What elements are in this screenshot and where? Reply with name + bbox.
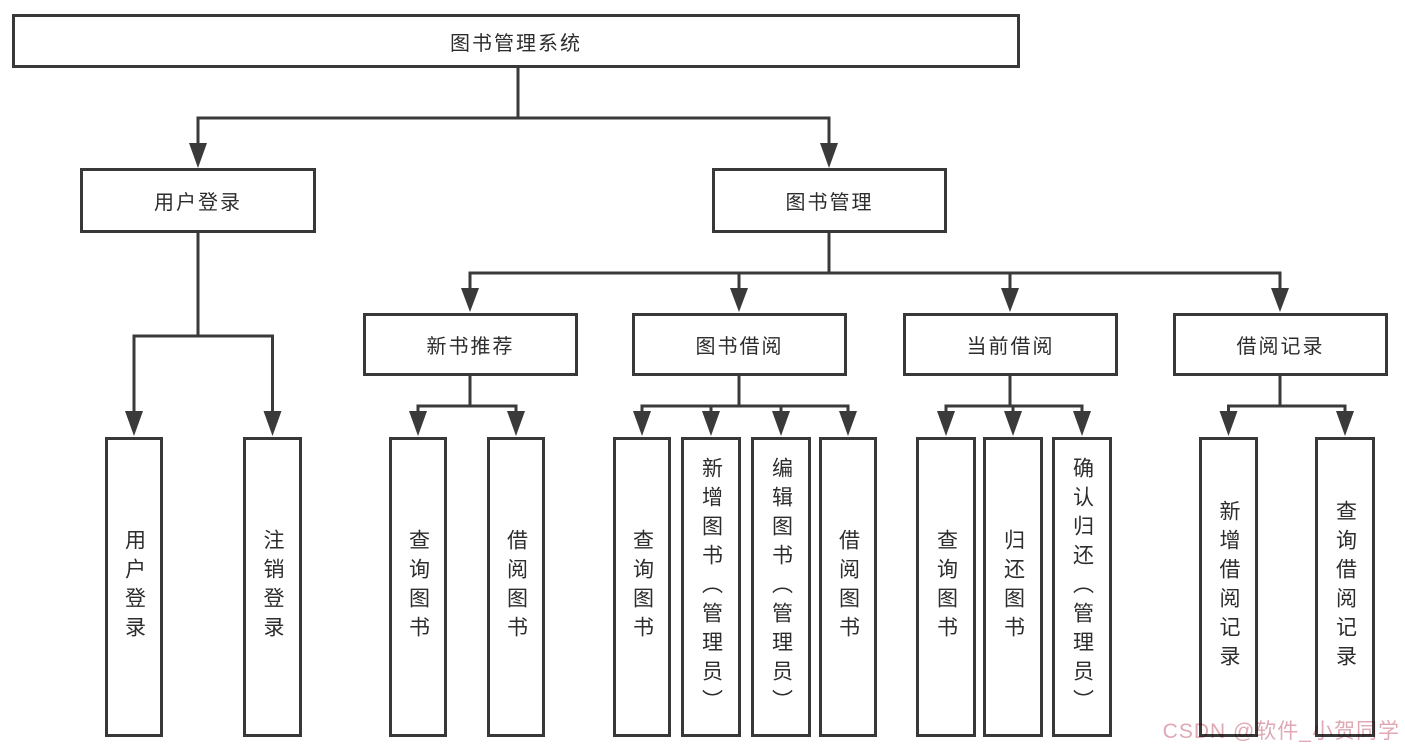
node-borrow-records: 借阅记录 bbox=[1173, 313, 1388, 376]
node-current-borrow-label: 当前借阅 bbox=[966, 336, 1055, 358]
arrowhead bbox=[1336, 411, 1354, 436]
arrowhead bbox=[263, 411, 282, 436]
arrowhead bbox=[633, 411, 651, 436]
node-book-borrow: 图书借阅 bbox=[632, 313, 847, 376]
node-bb-add: 新增图书（管理员） bbox=[681, 437, 741, 737]
node-leaf-user-login: 用户登录 bbox=[105, 437, 163, 737]
node-cb-return: 归还图书 bbox=[983, 437, 1043, 737]
node-book-mgmt: 图书管理 bbox=[712, 168, 947, 233]
node-bb-borrow-label: 借阅图书 bbox=[836, 529, 860, 645]
node-borrow-records-label: 借阅记录 bbox=[1236, 336, 1325, 358]
node-br-query-label: 查询借阅记录 bbox=[1333, 500, 1357, 674]
connector-user-login-children bbox=[125, 233, 282, 436]
node-cb-return-label: 归还图书 bbox=[1001, 529, 1025, 645]
arrowhead bbox=[461, 288, 479, 312]
arrowhead bbox=[409, 411, 427, 436]
node-leaf-user-login-label: 用户登录 bbox=[122, 529, 146, 645]
arrowhead bbox=[1004, 411, 1022, 436]
node-cb-query: 查询图书 bbox=[916, 437, 976, 737]
node-bb-edit-label: 编辑图书（管理员） bbox=[769, 456, 793, 718]
arrowhead bbox=[125, 411, 143, 436]
arrowhead bbox=[820, 143, 838, 168]
arrowhead bbox=[702, 411, 720, 436]
node-root-label: 图书管理系统 bbox=[450, 32, 582, 55]
node-br-add: 新增借阅记录 bbox=[1199, 437, 1258, 737]
node-cb-confirm: 确认归还（管理员） bbox=[1052, 437, 1112, 737]
arrowhead bbox=[937, 411, 955, 436]
node-nbr-query-label: 查询图书 bbox=[406, 529, 430, 645]
connector-current-borrow-children bbox=[937, 376, 1091, 436]
node-current-borrow: 当前借阅 bbox=[903, 313, 1118, 376]
node-book-mgmt-label: 图书管理 bbox=[785, 192, 874, 214]
node-br-query: 查询借阅记录 bbox=[1315, 437, 1375, 737]
node-bb-query: 查询图书 bbox=[613, 437, 671, 737]
node-nbr-borrow: 借阅图书 bbox=[487, 437, 545, 737]
arrowhead bbox=[772, 411, 790, 436]
connector-book-borrow-children bbox=[633, 376, 857, 436]
node-new-book-rec-label: 新书推荐 bbox=[426, 336, 515, 358]
connector-new-book-rec-children bbox=[409, 376, 525, 436]
node-book-borrow-label: 图书借阅 bbox=[695, 336, 784, 358]
node-leaf-logout-label: 注销登录 bbox=[261, 529, 284, 645]
arrowhead bbox=[1271, 288, 1289, 312]
arrowhead bbox=[1073, 411, 1091, 436]
node-user-login-label: 用户登录 bbox=[154, 192, 242, 214]
node-nbr-borrow-label: 借阅图书 bbox=[504, 529, 528, 645]
node-bb-query-label: 查询图书 bbox=[630, 529, 654, 645]
node-user-login: 用户登录 bbox=[80, 168, 316, 233]
arrowhead bbox=[189, 143, 207, 168]
node-bb-add-label: 新增图书（管理员） bbox=[699, 456, 723, 718]
node-new-book-rec: 新书推荐 bbox=[363, 313, 578, 376]
node-bb-edit: 编辑图书（管理员） bbox=[751, 437, 811, 737]
arrowhead bbox=[839, 411, 857, 436]
node-leaf-logout: 注销登录 bbox=[243, 437, 302, 737]
node-root: 图书管理系统 bbox=[12, 14, 1020, 68]
watermark: CSDN @软件_小贺同学 bbox=[1162, 720, 1400, 743]
arrowhead bbox=[507, 411, 525, 436]
node-br-add-label: 新增借阅记录 bbox=[1217, 500, 1240, 674]
node-cb-confirm-label: 确认归还（管理员） bbox=[1070, 456, 1094, 718]
connector-borrow-records-children bbox=[1219, 376, 1354, 436]
node-cb-query-label: 查询图书 bbox=[934, 529, 958, 645]
connector-root-to-level2 bbox=[189, 66, 838, 168]
arrowhead bbox=[1001, 288, 1019, 312]
connector-book-mgmt-children bbox=[461, 233, 1289, 312]
arrowhead bbox=[730, 288, 748, 312]
node-bb-borrow: 借阅图书 bbox=[819, 437, 877, 737]
node-nbr-query: 查询图书 bbox=[389, 437, 447, 737]
arrowhead bbox=[1219, 411, 1238, 436]
